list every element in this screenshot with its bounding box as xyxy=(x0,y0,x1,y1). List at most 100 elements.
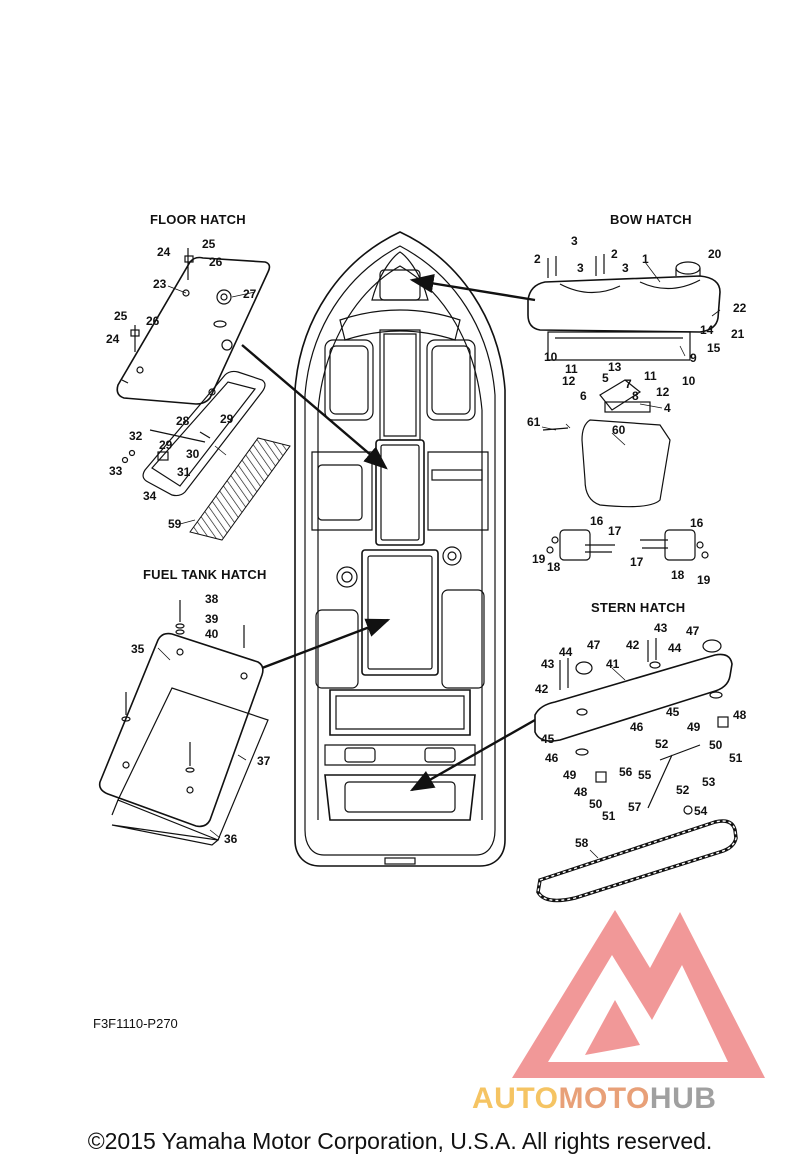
callout-46b: 46 xyxy=(630,720,644,734)
callout-49b: 49 xyxy=(563,768,577,782)
callout-61: 61 xyxy=(527,415,541,429)
fuel-tank-hatch-title: FUEL TANK HATCH xyxy=(143,567,267,582)
callout-25b: 25 xyxy=(114,309,128,323)
callout-13: 13 xyxy=(608,360,622,374)
callout-40: 40 xyxy=(205,627,219,641)
callout-23: 23 xyxy=(153,277,167,291)
callout-25: 25 xyxy=(202,237,216,251)
callout-52b: 52 xyxy=(676,783,690,797)
callout-17: 17 xyxy=(608,524,622,538)
callout-37: 37 xyxy=(257,754,271,768)
callout-31: 31 xyxy=(177,465,191,479)
callout-3c: 3 xyxy=(622,261,629,275)
callout-58: 58 xyxy=(575,836,589,850)
callout-42: 42 xyxy=(535,682,549,696)
callout-35: 35 xyxy=(131,642,145,656)
callout-15: 15 xyxy=(707,341,721,355)
callout-17b: 17 xyxy=(630,555,644,569)
stern-hatch-title: STERN HATCH xyxy=(591,600,686,615)
callout-54: 54 xyxy=(694,804,708,818)
watermark-auto: AUTO xyxy=(472,1082,559,1115)
callout-26b: 26 xyxy=(146,314,160,328)
callout-28: 28 xyxy=(176,414,190,428)
callout-60: 60 xyxy=(612,423,626,437)
fuel-tank-hatch-parts xyxy=(98,600,269,846)
bow-hatch-parts xyxy=(527,254,721,561)
callout-51: 51 xyxy=(729,751,743,765)
callout-18: 18 xyxy=(547,560,561,574)
watermark-hub: HUB xyxy=(649,1082,717,1115)
callout-7: 7 xyxy=(625,377,632,391)
callout-4: 4 xyxy=(664,401,671,415)
callout-41: 41 xyxy=(606,657,620,671)
callout-24b: 24 xyxy=(106,332,120,346)
callout-44b: 44 xyxy=(668,641,682,655)
callout-8: 8 xyxy=(632,389,639,403)
callout-50b: 50 xyxy=(589,797,603,811)
callout-22: 22 xyxy=(733,301,747,315)
callout-33: 33 xyxy=(109,464,123,478)
callout-12: 12 xyxy=(562,374,576,388)
callout-36: 36 xyxy=(224,832,238,846)
leader-lines xyxy=(157,261,721,859)
floor-hatch-title: FLOOR HATCH xyxy=(150,212,246,227)
callout-12b: 12 xyxy=(656,385,670,399)
copyright-notice: ©2015 Yamaha Motor Corporation, U.S.A. A… xyxy=(87,1128,713,1154)
callout-57: 57 xyxy=(628,800,642,814)
bow-hatch-title: BOW HATCH xyxy=(610,212,692,227)
boat-hull xyxy=(294,231,506,867)
callout-48: 48 xyxy=(733,708,747,722)
callout-26: 26 xyxy=(209,255,223,269)
callout-27: 27 xyxy=(243,287,257,301)
callout-10: 10 xyxy=(544,350,558,364)
callout-53: 53 xyxy=(702,775,716,789)
callout-3b: 3 xyxy=(577,261,584,275)
callout-24: 24 xyxy=(157,245,171,259)
callout-19: 19 xyxy=(532,552,546,566)
floor-hatch-parts xyxy=(116,248,291,541)
callout-55: 55 xyxy=(638,768,652,782)
callout-43: 43 xyxy=(541,657,555,671)
callout-56: 56 xyxy=(619,765,633,779)
callout-51b: 51 xyxy=(602,809,616,823)
callout-2: 2 xyxy=(534,252,541,266)
callout-46: 46 xyxy=(545,751,559,765)
callout-21: 21 xyxy=(731,327,745,341)
callout-18b: 18 xyxy=(671,568,685,582)
callout-30: 30 xyxy=(186,447,200,461)
callout-2b: 2 xyxy=(611,247,618,261)
callout-44: 44 xyxy=(559,645,573,659)
watermark-logo xyxy=(512,910,765,1078)
callout-32: 32 xyxy=(129,429,143,443)
callout-45: 45 xyxy=(541,732,555,746)
callout-43b: 43 xyxy=(654,621,668,635)
watermark-text: AUTOMOTOHUB xyxy=(472,1082,716,1116)
callout-19b: 19 xyxy=(697,573,711,587)
callout-20: 20 xyxy=(708,247,722,261)
diagram-code: F3F1110-P270 xyxy=(93,1016,178,1031)
callout-39: 39 xyxy=(205,612,219,626)
callout-11b: 11 xyxy=(644,369,657,383)
callout-6: 6 xyxy=(580,389,587,403)
callout-5: 5 xyxy=(602,371,609,385)
callout-38: 38 xyxy=(205,592,219,606)
callout-42b: 42 xyxy=(626,638,640,652)
callout-11: 11 xyxy=(565,362,578,376)
callout-45b: 45 xyxy=(666,705,680,719)
callout-59: 59 xyxy=(168,517,182,531)
callout-50: 50 xyxy=(709,738,723,752)
callout-14: 14 xyxy=(700,323,714,337)
callout-52: 52 xyxy=(655,737,669,751)
callout-34: 34 xyxy=(143,489,157,503)
callout-16b: 16 xyxy=(690,516,704,530)
callout-labels: 1 2 2 3 3 3 4 5 6 7 8 9 10 10 11 11 12 1… xyxy=(106,234,747,850)
callout-47: 47 xyxy=(587,638,601,652)
callout-16: 16 xyxy=(590,514,604,528)
callout-48b: 48 xyxy=(574,785,588,799)
callout-10b: 10 xyxy=(682,374,696,388)
callout-29b: 29 xyxy=(159,438,173,452)
stern-hatch-parts xyxy=(534,638,738,903)
callout-49: 49 xyxy=(687,720,701,734)
